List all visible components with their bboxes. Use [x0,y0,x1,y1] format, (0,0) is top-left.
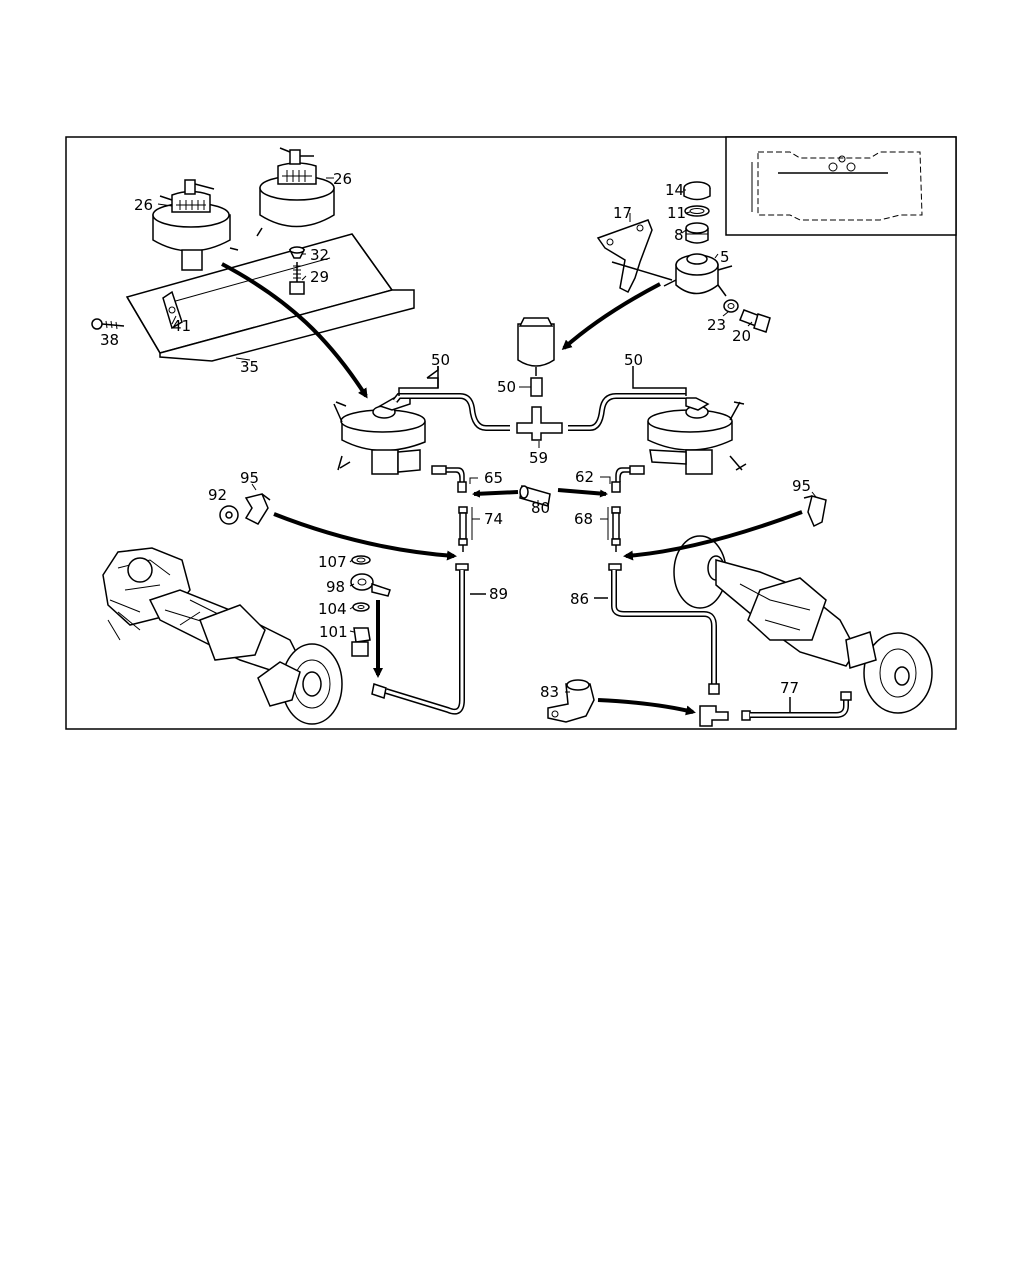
brake-line-left [371,465,469,715]
fluid-bottle [517,317,555,376]
label-77: 77 [780,679,799,697]
label-89: 89 [489,585,508,603]
label-50-right: 50 [624,351,643,369]
label-68: 68 [574,510,593,528]
brake-line-right [608,465,852,727]
diagram-frame [65,136,957,730]
hoses-50-and-t-piece-59 [392,377,686,441]
pressure-unit-left [333,397,426,475]
leader-lines [157,177,817,712]
label-98: 98 [326,578,345,596]
label-14: 14 [665,181,684,199]
label-74: 74 [484,510,503,528]
label-65: 65 [484,469,503,487]
union-80 [519,485,551,507]
pressure-unit-right [647,397,747,475]
label-35: 35 [240,358,259,376]
label-59: 59 [529,449,548,467]
label-50-left: 50 [431,351,450,369]
label-80: 80 [531,499,550,517]
label-8: 8 [674,226,684,244]
mounting-bracket-35 [91,233,415,362]
label-29: 29 [310,268,329,286]
reservoir-assembly-5 [596,181,771,333]
rear-axle-right [673,535,933,714]
label-104: 104 [318,600,347,618]
label-86: 86 [570,590,589,608]
label-32: 32 [310,246,329,264]
label-95-right: 95 [792,477,811,495]
label-17: 17 [613,204,632,222]
front-axle-left [102,547,343,725]
mount-83 [547,679,595,723]
label-50-center: 50 [497,378,516,396]
clip-parts [219,493,827,528]
label-38: 38 [100,331,119,349]
label-5: 5 [720,248,730,266]
label-26-left: 26 [134,196,153,214]
label-11: 11 [667,204,686,222]
reservoir-26-right [256,147,335,237]
part-number-labels: 26 26 32 29 41 38 35 17 14 11 8 5 23 20 … [100,170,811,701]
label-83: 83 [540,683,559,701]
fitting-parts [350,555,391,657]
assembly-arrows [221,262,803,716]
label-107: 107 [318,553,347,571]
label-62: 62 [575,468,594,486]
vehicle-locator-inset [725,136,957,236]
label-23: 23 [707,316,726,334]
label-101: 101 [319,623,348,641]
label-20: 20 [732,327,751,345]
label-92: 92 [208,486,227,504]
label-95-left: 95 [240,469,259,487]
label-41: 41 [172,317,191,335]
label-26-right: 26 [333,170,352,188]
reservoir-26-left [152,179,239,271]
